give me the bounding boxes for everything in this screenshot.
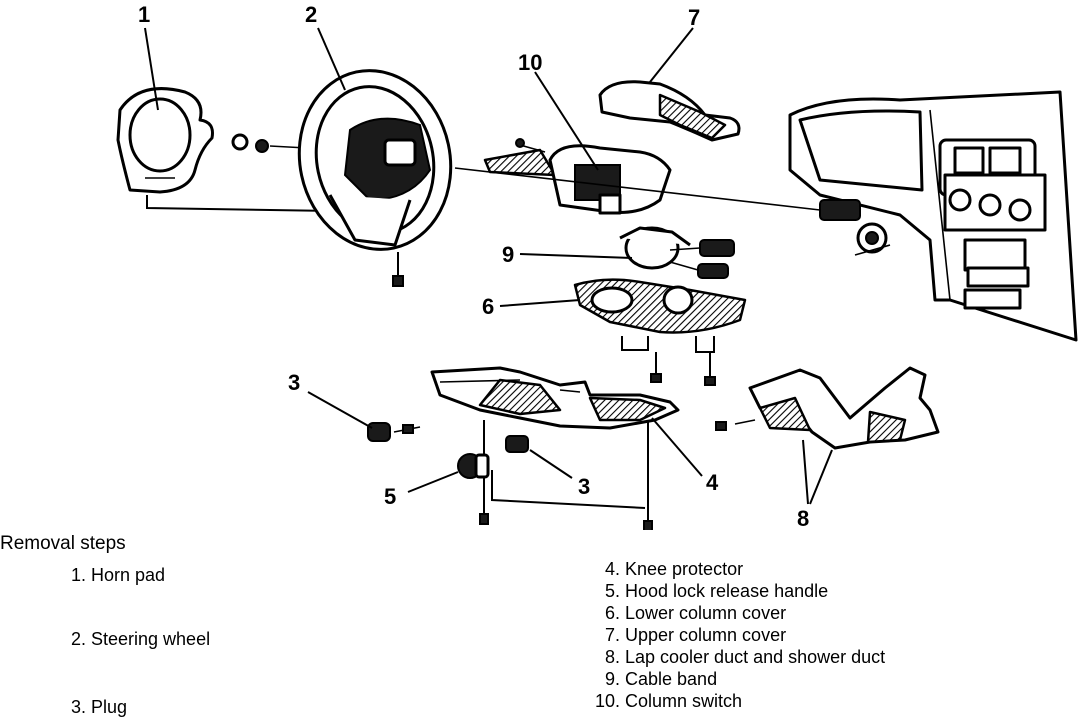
hood-lock-release-handle [457, 453, 490, 479]
step-label: Knee protector [625, 559, 744, 579]
lower-column-cover [573, 278, 747, 386]
leader-8b [809, 449, 833, 505]
lap-cooler-duct [715, 366, 940, 450]
removal-step: 9.Cable band [586, 668, 1026, 690]
callout-1: 1 [138, 2, 150, 27]
callout-2: 2 [305, 2, 317, 27]
step-number: 10. [594, 691, 620, 711]
bracket-4 [491, 470, 646, 509]
leader-9 [519, 253, 633, 259]
removal-step: 2.Steering wheel [52, 628, 210, 650]
step-label: Column switch [625, 691, 743, 711]
removal-step: 3.Plug [52, 696, 127, 718]
removal-step: 4.Knee protector [586, 558, 1026, 580]
step-number: 7. [604, 625, 620, 645]
leader-3b [529, 449, 573, 479]
callout-6: 6 [482, 294, 494, 319]
leader-5 [407, 471, 459, 493]
removal-step: 10.Column switch [586, 690, 1026, 712]
step-label: Lower column cover [625, 603, 787, 623]
removal-steps-right: 4.Knee protector 5.Hood lock release han… [586, 558, 1026, 712]
removal-step: 7.Upper column cover [586, 624, 1026, 646]
step-label: Upper column cover [625, 625, 787, 645]
leader-10 [534, 71, 599, 171]
leader-2 [317, 27, 346, 91]
step-number: 2. [70, 629, 86, 649]
step-label: Hood lock release handle [625, 581, 829, 601]
cable-band [619, 226, 735, 279]
step-number: 5. [604, 581, 620, 601]
knee-protector [430, 366, 680, 430]
callout-8: 8 [797, 506, 809, 530]
step-label: Steering wheel [91, 629, 211, 649]
leader-3a [307, 391, 373, 429]
removal-steps-left: 1.Horn pad 2.Steering wheel 3.Plug [52, 564, 312, 717]
step-label: Plug [91, 697, 128, 717]
horn-pad [116, 87, 214, 194]
column-switch [454, 138, 821, 215]
step-label: Lap cooler duct and shower duct [625, 647, 886, 667]
step-label: Horn pad [91, 565, 166, 585]
upper-column-cover [598, 80, 741, 142]
step-number: 4. [604, 559, 620, 579]
steering-wheel [297, 69, 453, 287]
step-label: Cable band [625, 669, 718, 689]
callout-9: 9 [502, 242, 514, 267]
step-number: 1. [70, 565, 86, 585]
step-number: 3. [70, 697, 86, 717]
leader-1 [144, 27, 159, 111]
removal-step: 8.Lap cooler duct and shower duct [586, 646, 1026, 668]
callout-5: 5 [384, 484, 396, 509]
leader-8a [802, 439, 809, 505]
removal-step: 1.Horn pad [52, 564, 165, 586]
removal-steps-heading: Removal steps [0, 533, 126, 554]
leader-6 [499, 299, 581, 307]
instrument-panel [788, 90, 1078, 342]
leader-7 [649, 27, 694, 83]
callout-3a: 3 [288, 370, 300, 395]
step-number: 8. [604, 647, 620, 667]
removal-step: 5.Hood lock release handle [586, 580, 1026, 602]
plug-left [367, 422, 421, 442]
callout-3b: 3 [578, 474, 590, 499]
callout-7: 7 [688, 5, 700, 30]
callout-10: 10 [518, 50, 542, 75]
plug-right [505, 435, 529, 453]
step-number: 9. [604, 669, 620, 689]
callout-4: 4 [706, 470, 719, 495]
leader-4 [651, 417, 703, 477]
removal-step: 6.Lower column cover [586, 602, 1026, 624]
step-number: 6. [604, 603, 620, 623]
exploded-diagram: 1 2 10 7 [116, 2, 1078, 530]
